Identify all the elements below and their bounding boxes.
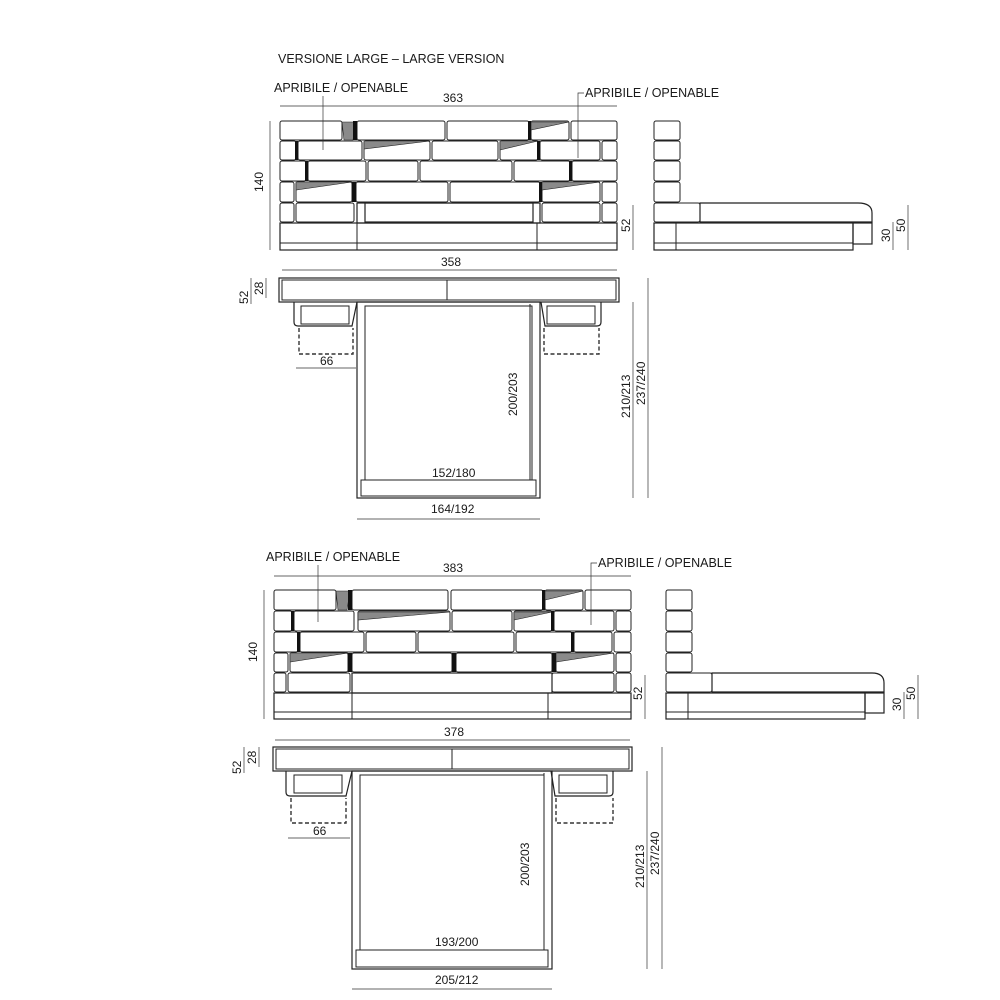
dim-total-length-a-2: 210/213 <box>633 844 647 888</box>
dim-side-a-1: 30 <box>879 228 893 242</box>
dim-mattress-width-2: 193/200 <box>435 935 479 949</box>
dim-frame-width-2: 205/212 <box>435 973 479 987</box>
drawing-set-2: APRIBILE / OPENABLE APRIBILE / OPENABLE … <box>230 550 919 990</box>
dim-side-b-1: 50 <box>894 218 908 232</box>
openable-leader-right-1 <box>577 92 584 158</box>
dim-frame-width-1: 164/192 <box>431 502 475 516</box>
dim-base-height-1: 52 <box>619 218 633 232</box>
dim-overall-width-1: 363 <box>443 91 463 105</box>
openable-label-right-2: APRIBILE / OPENABLE <box>598 556 732 570</box>
openable-label-left-2: APRIBILE / OPENABLE <box>266 550 400 564</box>
drawing-set-1: APRIBILE / OPENABLE APRIBILE / OPENABLE … <box>237 81 909 520</box>
dim-overall-width-2: 383 <box>443 561 463 575</box>
dim-mattress-width-1: 152/180 <box>432 466 476 480</box>
side-elevation-1: 30 50 <box>653 120 909 251</box>
headboard-bricks-2 <box>273 589 632 693</box>
plan-view-2: 378 66 200/203 193/200 205/212 52 28 <box>230 725 663 990</box>
dim-total-length-b-1: 237/240 <box>634 361 648 405</box>
side-elevation-2: 30 50 <box>665 589 919 720</box>
plan-view-1: 358 66 200/203 152/180 164/192 52 28 <box>237 255 649 520</box>
bed-base-2 <box>273 672 632 720</box>
dim-height-2: 140 <box>246 642 260 662</box>
front-elevation-2: APRIBILE / OPENABLE APRIBILE / OPENABLE … <box>246 550 732 720</box>
openable-label-right-1: APRIBILE / OPENABLE <box>585 86 719 100</box>
headboard-bricks-1 <box>279 120 618 223</box>
dim-plan-width-1: 358 <box>441 255 461 269</box>
dim-plan-depth-a-1: 52 <box>237 290 251 304</box>
openable-label-left-1: APRIBILE / OPENABLE <box>274 81 408 95</box>
dim-plan-depth-b-1: 28 <box>252 281 266 295</box>
dim-plan-depth-b-2: 28 <box>245 750 259 764</box>
dim-mattress-length-2: 200/203 <box>518 842 532 886</box>
dim-table-width-1: 66 <box>320 354 334 368</box>
dim-total-length-a-1: 210/213 <box>619 374 633 418</box>
dim-plan-width-2: 378 <box>444 725 464 739</box>
openable-leader-right-2 <box>590 562 597 625</box>
dim-total-length-b-2: 237/240 <box>648 831 662 875</box>
drawing-title: VERSIONE LARGE – LARGE VERSION <box>278 52 504 66</box>
dim-height-1: 140 <box>252 172 266 192</box>
dim-base-height-2: 52 <box>631 686 645 700</box>
dim-plan-depth-a-2: 52 <box>230 760 244 774</box>
dim-side-a-2: 30 <box>890 697 904 711</box>
front-elevation-1: APRIBILE / OPENABLE APRIBILE / OPENABLE … <box>252 81 719 251</box>
dim-table-width-2: 66 <box>313 824 327 838</box>
bed-base-1 <box>279 202 618 251</box>
dim-mattress-length-1: 200/203 <box>506 372 520 416</box>
dim-side-b-2: 50 <box>904 686 918 700</box>
